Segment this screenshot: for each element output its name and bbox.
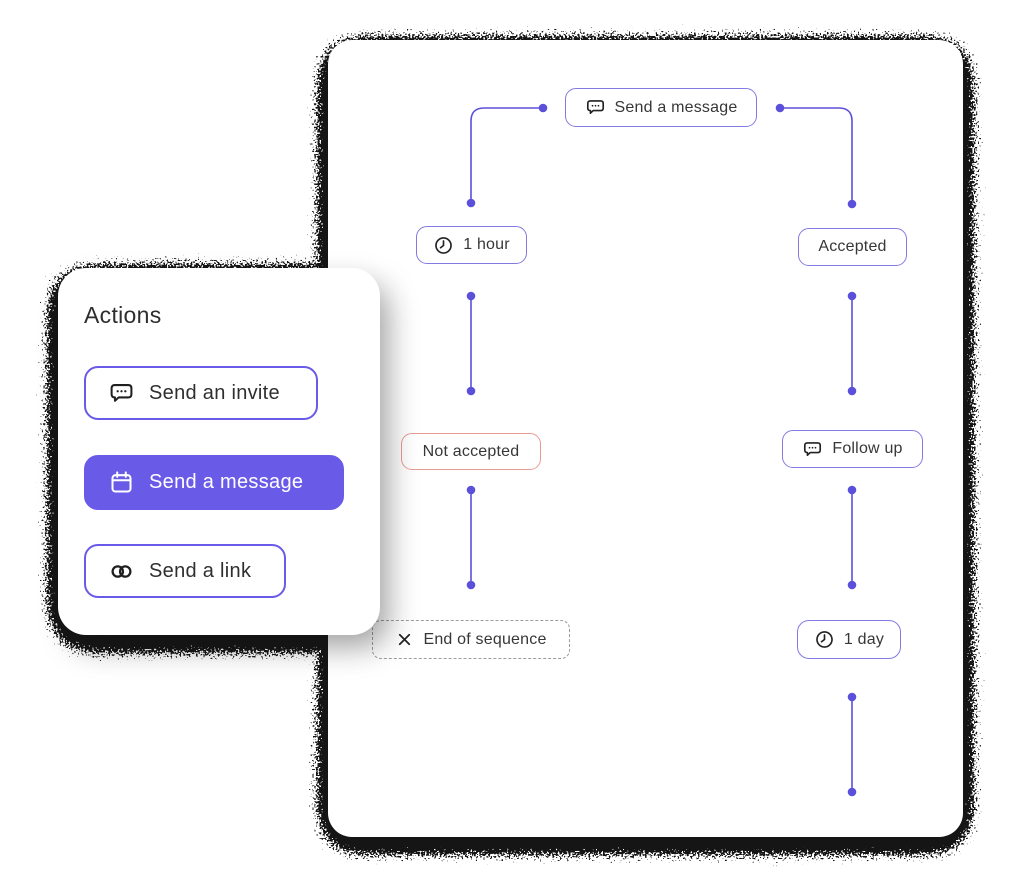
flow-node-wait-1-hour[interactable]: 1 hour [416,226,527,264]
send-an-invite-button[interactable]: Send an invite [84,366,318,420]
clock-icon [814,629,835,650]
button-label: Send a link [149,559,252,582]
chat-bubble-icon [585,97,606,118]
button-label: Send a message [149,471,304,493]
x-icon [395,630,414,649]
flow-node-label: 1 hour [463,236,510,253]
button-label: Send an invite [149,381,280,404]
flow-node-end-of-sequence[interactable]: End of sequence [372,620,570,659]
chat-bubble-icon [108,380,135,407]
calendar-icon [108,469,135,496]
flow-node-wait-1-day[interactable]: 1 day [797,620,901,659]
flow-node-label: End of sequence [423,630,547,648]
flow-node-label: Send a message [614,98,738,116]
flow-node-label: Not accepted [422,442,520,460]
flow-node-accepted[interactable]: Accepted [798,228,907,266]
flow-node-label: Accepted [818,238,887,255]
link-icon [108,558,135,585]
flow-node-label: 1 day [843,630,885,648]
clock-icon [433,235,454,256]
send-a-message-button[interactable]: Send a message [84,455,344,510]
chat-bubble-icon [802,439,823,460]
actions-panel: Actions Send an invite Send a message Se… [58,268,380,635]
flow-node-follow-up[interactable]: Follow up [782,430,923,468]
flow-node-label: Follow up [832,440,903,457]
actions-panel-title: Actions [84,302,162,328]
flow-node-not-accepted[interactable]: Not accepted [401,433,541,470]
flow-node-send-a-message[interactable]: Send a message [565,88,757,127]
flow-canvas: Send a message 1 hour Accepted Not accep… [328,40,963,837]
send-a-link-button[interactable]: Send a link [84,544,286,598]
